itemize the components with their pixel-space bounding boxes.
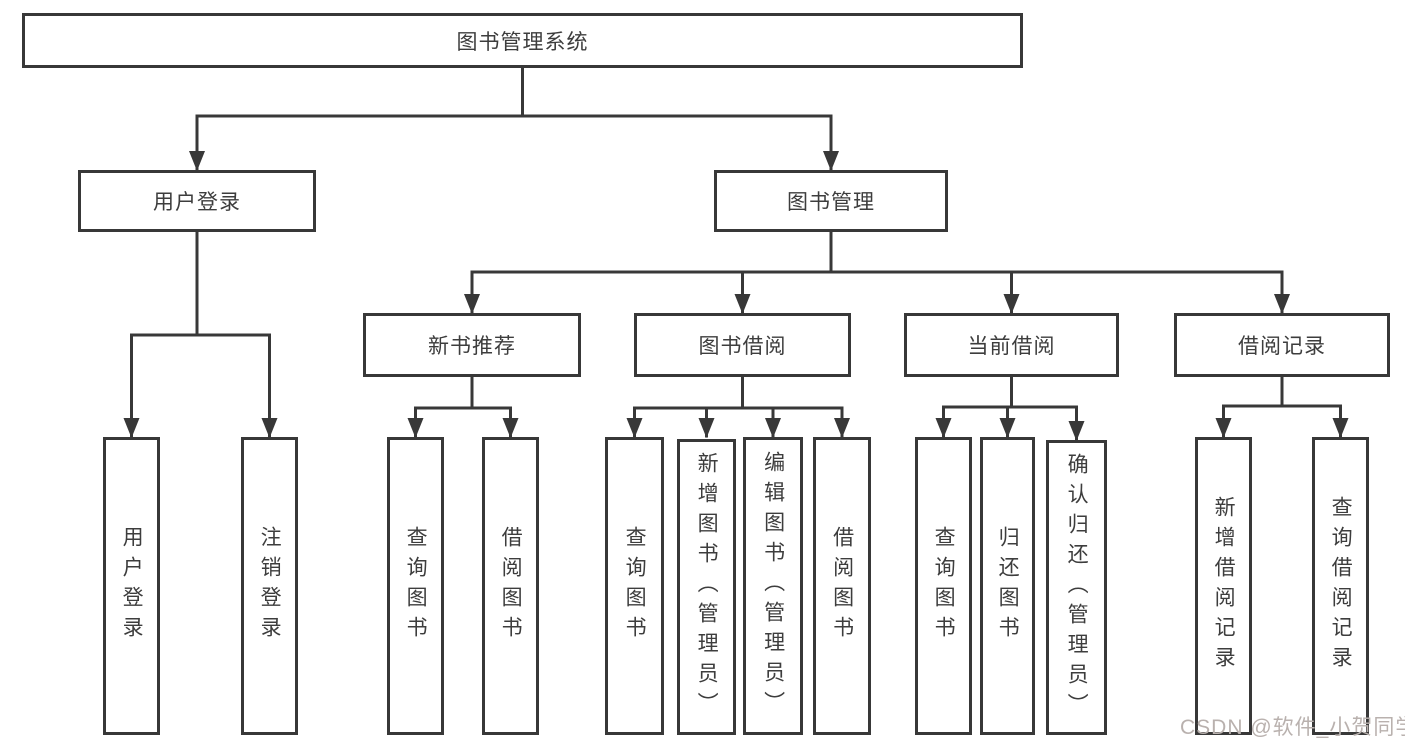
leaf-logout: 注销登录 <box>241 437 298 735</box>
node-new-book-recommendation: 新书推荐 <box>363 313 581 377</box>
leaf-edit-book-admin: 编辑图书（管理员） <box>743 437 803 735</box>
edge-book-mgmt-children <box>470 230 1284 314</box>
arrowhead-down <box>464 294 480 314</box>
node-user-login: 用户登录 <box>78 170 316 232</box>
leaf-label: 注销登录 <box>258 526 282 646</box>
node-label: 用户登录 <box>153 191 241 214</box>
leaf-label: 借阅图书 <box>830 526 854 646</box>
node-label: 借阅记录 <box>1238 335 1326 358</box>
leaf-return-book: 归还图书 <box>980 437 1035 735</box>
leaf-query-borrow-record: 查询借阅记录 <box>1312 437 1369 735</box>
node-book-management: 图书管理 <box>714 170 948 232</box>
arrowhead-down <box>834 418 850 438</box>
leaf-label: 用户登录 <box>120 526 144 646</box>
leaf-label: 查询借阅记录 <box>1329 496 1353 676</box>
leaf-label: 借阅图书 <box>499 526 523 646</box>
leaf-add-book-admin: 新增图书（管理员） <box>677 439 736 735</box>
leaf-query-books: 查询图书 <box>387 437 444 735</box>
leaf-confirm-return-admin: 确认归还（管理员） <box>1046 440 1107 735</box>
arrowhead-down <box>261 418 278 438</box>
node-library-management-system: 图书管理系统 <box>22 13 1023 68</box>
leaf-label: 查询图书 <box>932 526 956 646</box>
arrowhead-down <box>1003 294 1020 314</box>
node-label: 图书借阅 <box>698 335 787 358</box>
csdn-watermark: CSDN @软件_小贺同学 <box>1180 716 1405 739</box>
leaf-label: 新增借阅记录 <box>1212 496 1236 676</box>
leaf-borrow-books: 借阅图书 <box>482 437 539 735</box>
arrowhead-down <box>626 418 643 438</box>
arrowhead-down <box>1274 294 1290 314</box>
leaf-label: 查询图书 <box>623 526 647 646</box>
arrowhead-down <box>1215 418 1232 438</box>
leaf-label: 查询图书 <box>404 526 428 646</box>
edge-user-login-children <box>130 230 271 438</box>
leaf-query-books: 查询图书 <box>605 437 664 735</box>
leaf-label: 归还图书 <box>996 526 1020 646</box>
edge-root-to-level2 <box>195 66 833 172</box>
connector-elbows <box>130 66 1342 441</box>
arrowhead-down <box>765 418 781 438</box>
node-label: 新书推荐 <box>428 335 516 358</box>
edge-new-book-rec-children <box>414 375 512 438</box>
arrowhead-down <box>407 418 424 438</box>
arrowheads <box>123 151 1349 441</box>
leaf-user-login: 用户登录 <box>103 437 160 735</box>
arrowhead-down <box>123 418 140 438</box>
arrowhead-down <box>1068 421 1085 441</box>
leaf-label: 新增图书（管理员） <box>695 452 719 722</box>
node-book-borrowing: 图书借阅 <box>634 313 851 377</box>
node-current-borrowing: 当前借阅 <box>904 313 1119 377</box>
leaf-borrow-books: 借阅图书 <box>813 437 871 735</box>
arrowhead-down <box>502 418 519 438</box>
node-label: 图书管理 <box>787 191 875 214</box>
arrowhead-down <box>1332 418 1349 438</box>
arrowhead-down <box>698 418 715 438</box>
leaf-label: 确认归还（管理员） <box>1065 452 1089 723</box>
leaf-query-books: 查询图书 <box>915 437 972 735</box>
arrowhead-down <box>999 418 1016 438</box>
edge-book-borrow-children <box>633 375 844 438</box>
node-borrowing-records: 借阅记录 <box>1174 313 1390 377</box>
arrowhead-down <box>734 294 751 314</box>
leaf-add-borrow-record: 新增借阅记录 <box>1195 437 1252 735</box>
arrowhead-down <box>189 151 205 171</box>
arrowhead-down <box>823 151 839 171</box>
arrowhead-down <box>935 418 952 438</box>
leaf-label: 编辑图书（管理员） <box>761 451 785 721</box>
node-label: 当前借阅 <box>967 335 1056 358</box>
node-label: 图书管理系统 <box>456 30 589 54</box>
edge-borrow-records-children <box>1222 375 1342 438</box>
